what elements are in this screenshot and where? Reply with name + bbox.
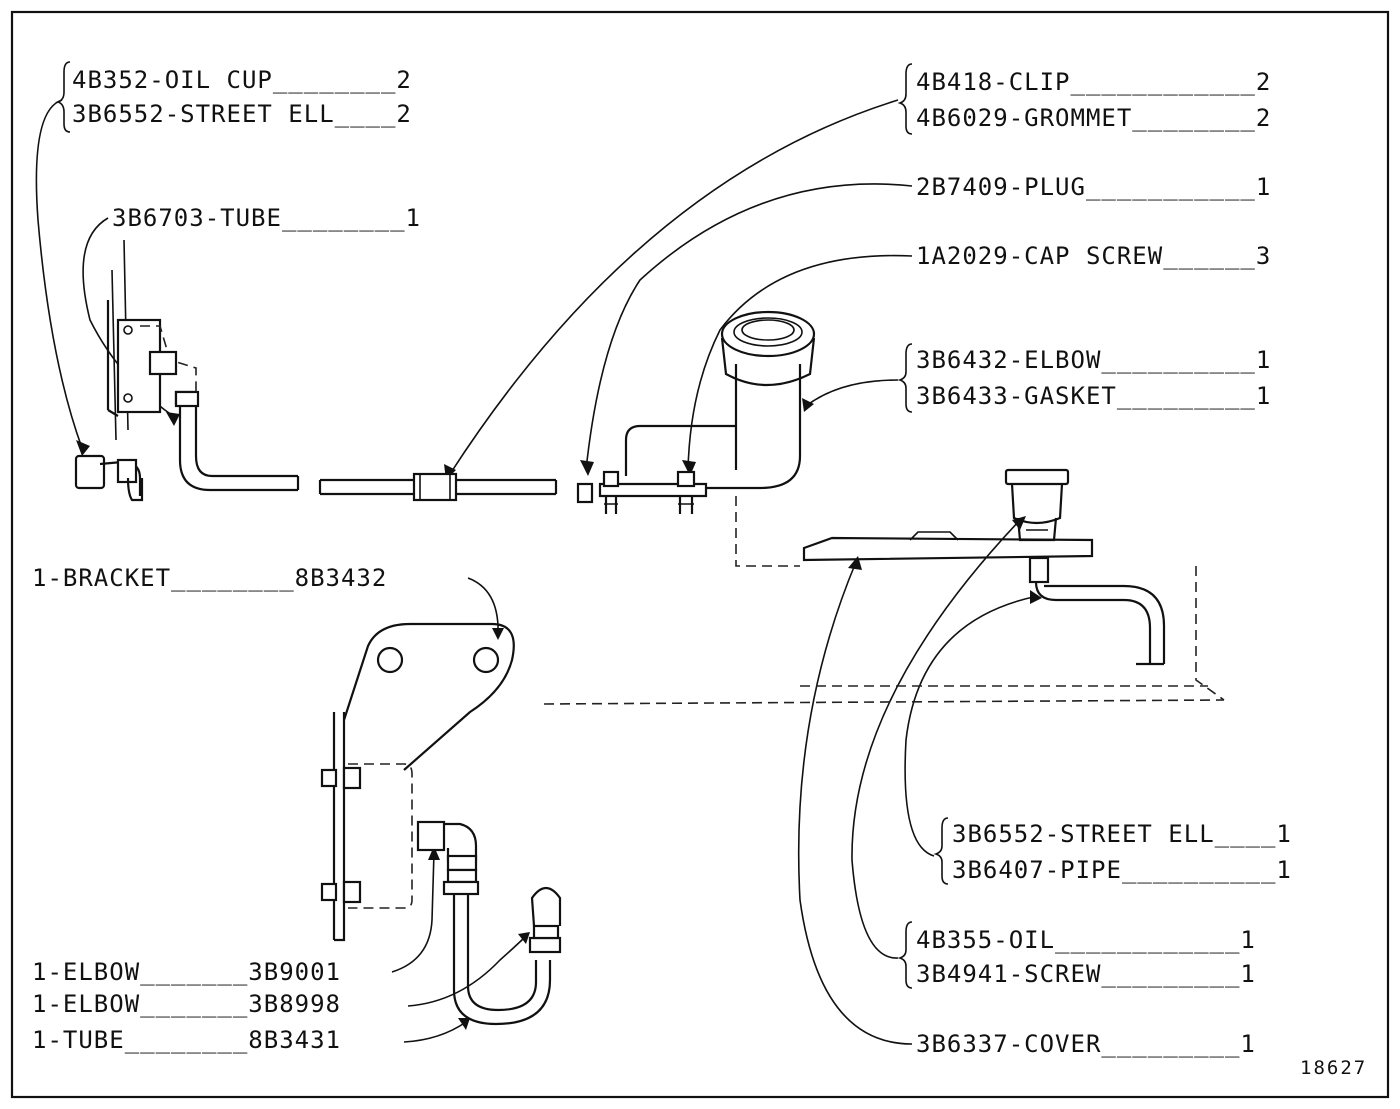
callout-grommet: 4B6029-GROMMET________2 xyxy=(916,104,1271,132)
callout-street-ell-top: 3B6552-STREET ELL____2 xyxy=(72,100,412,128)
top-left-mount xyxy=(106,239,197,441)
bracket-assembly xyxy=(320,622,562,1026)
callout-street-ell-right: 3B6552-STREET ELL____1 xyxy=(952,820,1292,848)
brace-oil-screw xyxy=(897,921,913,989)
callout-bracket: 1-BRACKET________8B3432 xyxy=(32,564,387,592)
callout-elbow-b: 1-ELBOW_______3B8998 xyxy=(32,990,341,1018)
clip-bar xyxy=(598,470,708,514)
callout-clip: 4B418-CLIP____________2 xyxy=(916,68,1271,96)
brace-clip-grommet xyxy=(897,63,913,135)
callout-pipe: 3B6407-PIPE__________1 xyxy=(952,856,1292,884)
callout-elbow-a: 1-ELBOW_______3B9001 xyxy=(32,958,341,986)
brace-top-left xyxy=(55,61,71,133)
callout-cover: 3B6337-COVER_________1 xyxy=(916,1030,1256,1058)
oil-cup-fitting xyxy=(74,454,144,502)
callout-plug: 2B7409-PLUG___________1 xyxy=(916,173,1271,201)
figure-number: 18627 xyxy=(1300,1057,1367,1079)
center-tube xyxy=(318,472,558,502)
callout-screw: 3B4941-SCREW_________1 xyxy=(916,960,1256,988)
brace-ell-pipe xyxy=(933,817,949,885)
tube-assembly xyxy=(174,390,300,492)
callout-gasket: 3B6433-GASKET_________1 xyxy=(916,382,1271,410)
callout-oil-cup: 4B352-OIL CUP________2 xyxy=(72,66,412,94)
leader-lines xyxy=(35,99,1042,1045)
elbow-assembly xyxy=(624,310,816,567)
callout-tube-top: 3B6703-TUBE________1 xyxy=(112,204,421,232)
callout-cap-screw: 1A2029-CAP SCREW______3 xyxy=(916,242,1271,270)
figure-border xyxy=(10,10,1390,1099)
callout-oil: 4B355-OIL____________1 xyxy=(916,926,1256,954)
callout-elbow-right: 3B6432-ELBOW__________1 xyxy=(916,346,1271,374)
cover-plate xyxy=(543,468,1225,705)
brace-elbow-gasket xyxy=(897,343,913,413)
callout-tube-bottom: 1-TUBE________8B3431 xyxy=(32,1026,341,1054)
plug xyxy=(576,482,594,504)
